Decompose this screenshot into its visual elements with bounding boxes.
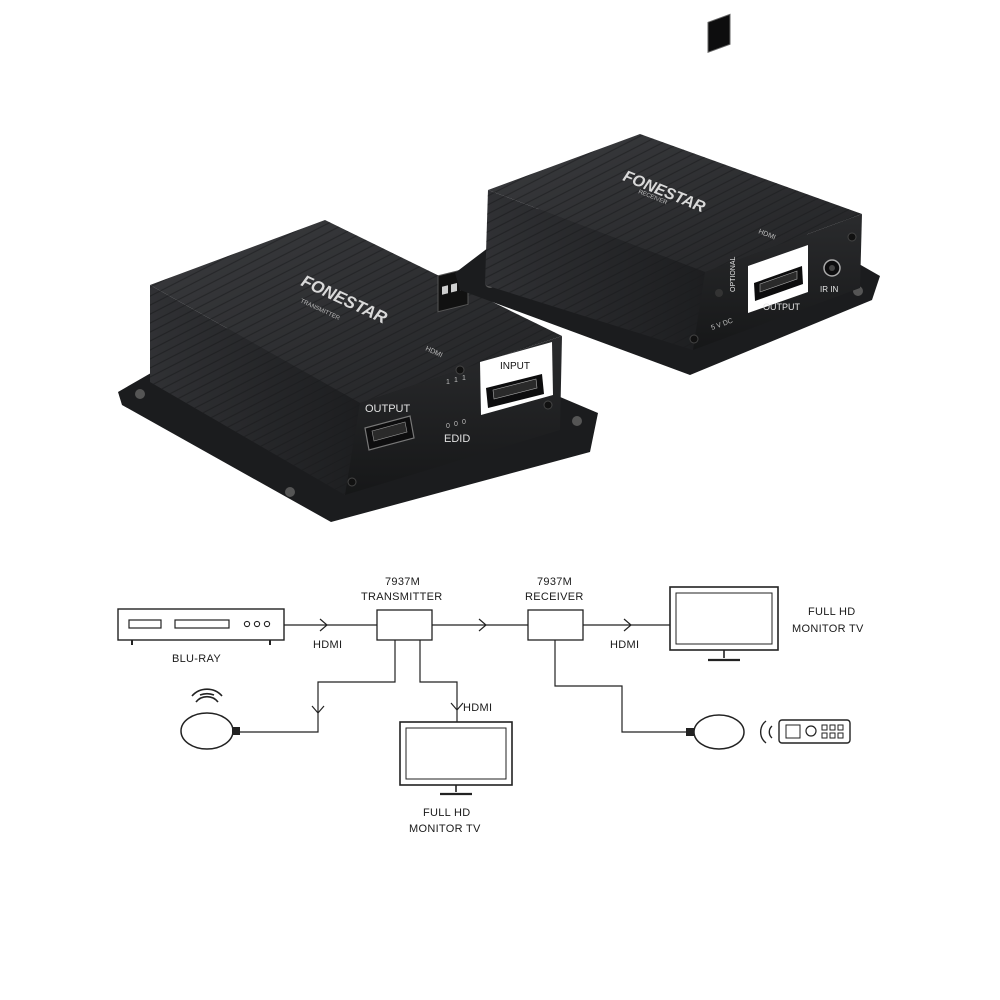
receiver-device: FONESTAR RECEIVER HDMI OPTIONAL 5 V DC O… [455, 13, 880, 375]
local-hdmi-label: HDMI [463, 702, 492, 714]
remote-monitor-screen [675, 592, 773, 645]
ir-signal-icon-inner [768, 725, 773, 739]
transmitter-screw-bottom [543, 400, 553, 410]
transmitter-local-wire-arrow [450, 702, 464, 711]
receiver-optional-label: OPTIONAL [730, 256, 737, 292]
local-monitor-line1: FULL HD [423, 807, 471, 819]
transmitter-dip-top-2: 1 [454, 377, 458, 384]
transmitter-dip-top-3: 1 [462, 375, 466, 382]
remote-control-icon [778, 719, 851, 744]
local-monitor: FULL HD MONITOR TV [399, 721, 513, 835]
remote-hdmi-label: HDMI [610, 639, 639, 651]
transmitter-dip-bottom-1: 0 [446, 423, 450, 430]
transmitter-output-port-inner [371, 421, 408, 442]
transmitter-edid-label: EDID [444, 433, 470, 445]
ir-receiver-right-body [693, 714, 745, 750]
receiver-output-port-inner [759, 270, 798, 293]
remote-control-key-5 [829, 732, 836, 739]
transmitter-dip-knob-1 [442, 285, 448, 295]
transmitter-mount-hole-back [572, 416, 582, 426]
remote-control-dpad [805, 725, 817, 737]
transmitter-ir-wire [238, 640, 396, 733]
bluray-button-3 [263, 620, 271, 628]
remote-monitor-line1: FULL HD [808, 606, 856, 618]
local-monitor-line2: MONITOR TV [409, 823, 481, 835]
remote-control-key-1 [821, 724, 828, 731]
bluray-display [174, 619, 230, 629]
receiver-top-ribs [488, 134, 862, 272]
receiver-model-label: 7937M [537, 576, 572, 588]
receiver-side-ribs [485, 190, 705, 350]
receiver-output-label: OUTPUT [763, 302, 801, 312]
ir-signal-icon-outer [760, 720, 767, 744]
transmitter-ir-wire-arrow [311, 705, 325, 714]
transmitter-local-wire [419, 640, 458, 722]
receiver-diagram-label: RECEIVER [525, 591, 584, 603]
transmitter-dip-bottom-3: 0 [462, 419, 466, 426]
remote-control-body [778, 719, 851, 744]
wireless-icon [195, 695, 219, 703]
receiver-wire-arrow [623, 618, 632, 632]
link-wire-arrow [478, 618, 487, 632]
connection-diagram: BLU-RAY HDMI 7937M TRANSMITTER 7937M REC… [117, 576, 864, 835]
transmitter-device: FONESTAR TRANSMITTER HDMI OUTPUT 1 1 1 0… [118, 220, 598, 522]
bluray-player: BLU-RAY [117, 608, 285, 665]
bluray-button-2 [253, 620, 261, 628]
ir-receiver-left-plug [232, 727, 240, 735]
transmitter-top-ribs [150, 220, 562, 403]
remote-control-key-6 [837, 732, 844, 739]
receiver-screw-bottom [689, 334, 699, 344]
source-wire-arrow [319, 618, 328, 632]
wireless-icon-mid [199, 692, 215, 696]
source-hdmi-label: HDMI [313, 639, 342, 651]
remote-monitor-line2: MONITOR TV [792, 623, 864, 635]
ir-receiver-right [686, 714, 745, 750]
transmitter-model-label: 7937M [385, 576, 420, 588]
receiver-screw-top [847, 232, 857, 242]
wireless-icon-outer [191, 688, 223, 697]
transmitter-dip-knob-2 [451, 283, 457, 293]
transmitter-side-ribs [150, 285, 360, 495]
receiver-dc-jack-pin [715, 289, 723, 297]
receiver-ir-label: IR IN [820, 285, 838, 294]
receiver-box [527, 609, 584, 641]
transmitter-screw-left [347, 477, 357, 487]
transmitter-diagram-label: TRANSMITTER [361, 591, 443, 603]
transmitter-screw-top [455, 365, 465, 375]
transmitter-input-port-inner [492, 378, 538, 400]
bluray-tray [128, 619, 162, 629]
transmitter-box [376, 609, 433, 641]
local-monitor-screen [405, 727, 507, 780]
transmitter-mount-hole-left [135, 389, 145, 399]
transmitter-input-label: INPUT [500, 361, 530, 372]
remote-control-key-4 [821, 732, 828, 739]
ir-receiver-left [180, 688, 240, 750]
remote-control-key-2 [829, 724, 836, 731]
receiver-ir-jack-core [829, 265, 835, 271]
bluray-label: BLU-RAY [172, 653, 221, 665]
receiver-ir-wire [554, 640, 688, 733]
transmitter-dip-bottom-2: 0 [454, 421, 458, 428]
transmitter-output-label: OUTPUT [365, 403, 411, 415]
remote-monitor: FULL HD MONITOR TV [669, 586, 864, 662]
ir-receiver-left-body [180, 712, 234, 750]
receiver-dc-jack [707, 13, 731, 53]
remote-control-key-3 [837, 724, 844, 731]
transmitter-mount-hole-right [285, 487, 295, 497]
bluray-button-1 [243, 620, 251, 628]
transmitter-dip-top-1: 1 [446, 379, 450, 386]
remote-control-keypad [785, 724, 801, 739]
ir-receiver-right-plug [686, 728, 694, 736]
